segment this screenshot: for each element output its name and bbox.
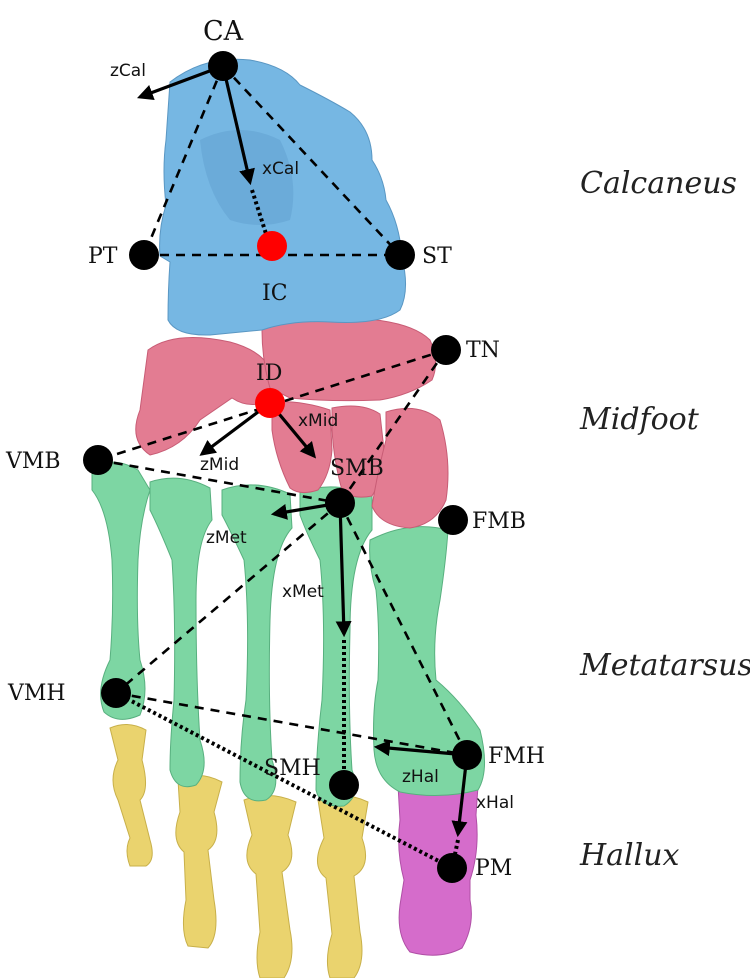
label-zmet: zMet [206,528,247,548]
point-vmb [83,445,113,475]
label-smh: SMH [264,756,321,781]
navicular [262,318,436,401]
point-smh [329,770,359,800]
label-zcal: zCal [110,61,146,81]
label-ca: CA [203,16,244,47]
label-ic: IC [262,281,288,306]
point-vmh [101,678,131,708]
label-fmh: FMH [488,744,545,769]
label-pm: PM [475,856,512,881]
label-pt: PT [88,244,118,269]
toe-4 [176,775,222,948]
label-zmid: zMid [200,455,239,475]
label-st: ST [422,244,452,269]
label-tn: TN [466,338,500,363]
point-ic [257,231,287,261]
label-hallux: Hallux [579,838,680,873]
point-ca [208,51,238,81]
point-pm [437,853,467,883]
label-fmb: FMB [472,509,526,534]
label-xcal: xCal [262,159,299,179]
label-xmet: xMet [282,582,324,602]
label-zhal: zHal [402,767,439,787]
segment-labels: Calcaneus Midfoot Metatarsus Hallux [579,166,750,873]
point-tn [431,335,461,365]
point-pt [129,240,159,270]
label-vmb: VMB [5,449,61,474]
label-calcaneus: Calcaneus [580,166,737,201]
cuboid [136,338,270,456]
toe-3 [244,795,296,978]
toe-2 [317,795,368,978]
toe-5 [110,724,152,866]
point-id [255,388,285,418]
label-vmh: VMH [7,681,66,706]
label-midfoot: Midfoot [579,402,700,437]
point-fmh [452,740,482,770]
label-id: ID [256,361,282,386]
label-smb: SMB [330,456,384,481]
label-xhal: xHal [476,793,514,813]
label-metatarsus: Metatarsus [579,648,750,683]
label-xmid: xMid [298,411,338,431]
point-smb [325,488,355,518]
point-fmb [438,505,468,535]
point-st [385,240,415,270]
